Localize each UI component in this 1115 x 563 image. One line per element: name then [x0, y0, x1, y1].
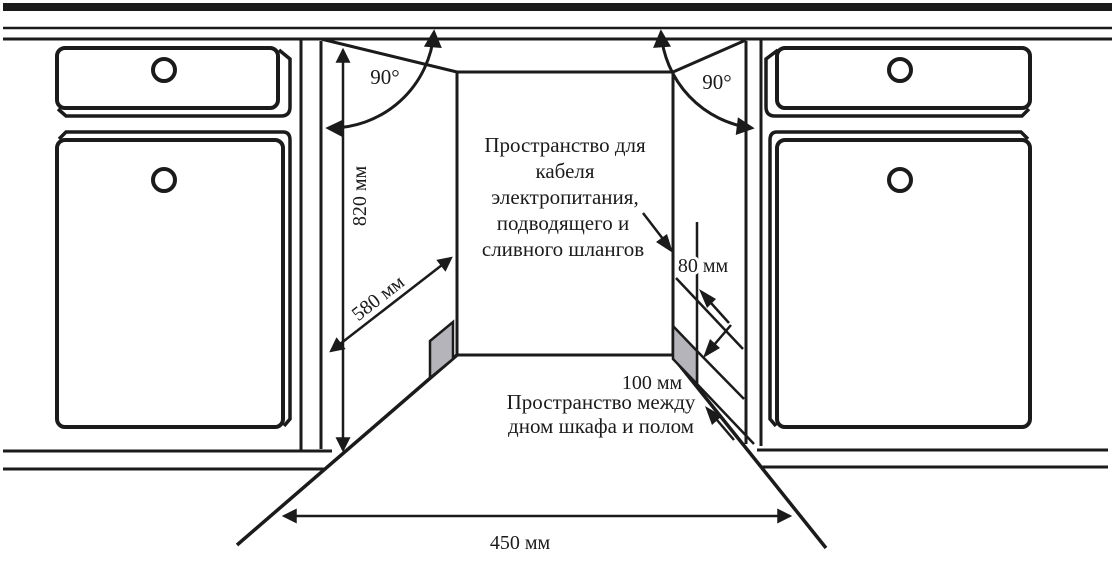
dim-100-lower-arrow-tail — [716, 419, 735, 441]
callout-hose-arrowhead — [656, 234, 673, 253]
dim-580-line — [329, 256, 453, 353]
door-swing-right: 90° — [653, 29, 755, 136]
callout-hose-space: Пространство для кабеля электропитания, … — [482, 133, 673, 261]
countertop-top-edge — [3, 3, 1112, 11]
callout-floor-gap: Пространство между дном шкафа и полом — [507, 390, 696, 438]
plinth-block-right — [671, 322, 699, 388]
niche-top-right-edge — [672, 38, 747, 74]
dim-100-label: 100 мм — [622, 372, 683, 394]
right-drawer-front — [775, 46, 1032, 110]
niche-floor-right-edge — [671, 355, 828, 550]
hose-gap-diagonal-2 — [696, 350, 745, 400]
right-drawer-knob — [887, 57, 913, 83]
left-drawer-knob — [151, 57, 177, 83]
dim-450-label: 450 мм — [490, 532, 551, 554]
right-door-knob — [887, 167, 913, 193]
dim-100-upper-arrowhead — [703, 339, 720, 358]
callout-hose-arrow-tail — [642, 212, 664, 240]
dim-820-label: 820 мм — [349, 166, 371, 227]
left-door-knob — [151, 167, 177, 193]
hose-gap-diagonal-3 — [696, 383, 755, 445]
dimension-floor-gap: 100 мм — [619, 324, 735, 441]
callout-floor-line-2: дном шкафа и полом — [508, 414, 694, 438]
angle-label-left: 90° — [370, 65, 399, 89]
niche-back-wall — [455, 70, 675, 357]
callout-hose-line-1: Пространство для — [484, 133, 646, 157]
dim-80-arrow-tail — [710, 302, 730, 324]
dimension-niche-height: 820 мм — [335, 47, 371, 453]
left-door-edge — [57, 130, 292, 428]
right-door-edge — [768, 130, 1030, 428]
left-door-front — [55, 138, 285, 429]
callout-hose-line-5: сливного шлангов — [482, 237, 644, 261]
right-drawer-edge — [764, 48, 1031, 118]
dim-80-label: 80 мм — [678, 255, 729, 277]
dimension-niche-width: 450 мм — [281, 508, 793, 554]
countertop — [3, 3, 1112, 41]
plinth-block-left — [428, 319, 455, 381]
callout-hose-line-3: электропитания, — [491, 185, 638, 209]
dim-100-lower-arrowhead — [705, 406, 722, 425]
left-cabinet — [3, 39, 332, 471]
dim-100-upper-arrow-tail — [713, 324, 732, 346]
niche — [235, 37, 828, 550]
angle-label-right: 90° — [702, 70, 731, 94]
left-drawer-edge — [56, 48, 292, 118]
callout-hose-line-4: подводящего и — [497, 211, 629, 235]
door-swing-arc-right — [653, 29, 755, 136]
right-door-front — [775, 138, 1032, 429]
right-cabinet — [744, 39, 1108, 469]
callout-floor-line-1: Пространство между — [507, 390, 696, 414]
dimension-hose-space: 80 мм — [675, 252, 732, 324]
hose-gap-diagonal-1 — [675, 277, 744, 350]
left-drawer-front — [55, 46, 280, 110]
callout-hose-line-2: кабеля — [535, 159, 594, 183]
